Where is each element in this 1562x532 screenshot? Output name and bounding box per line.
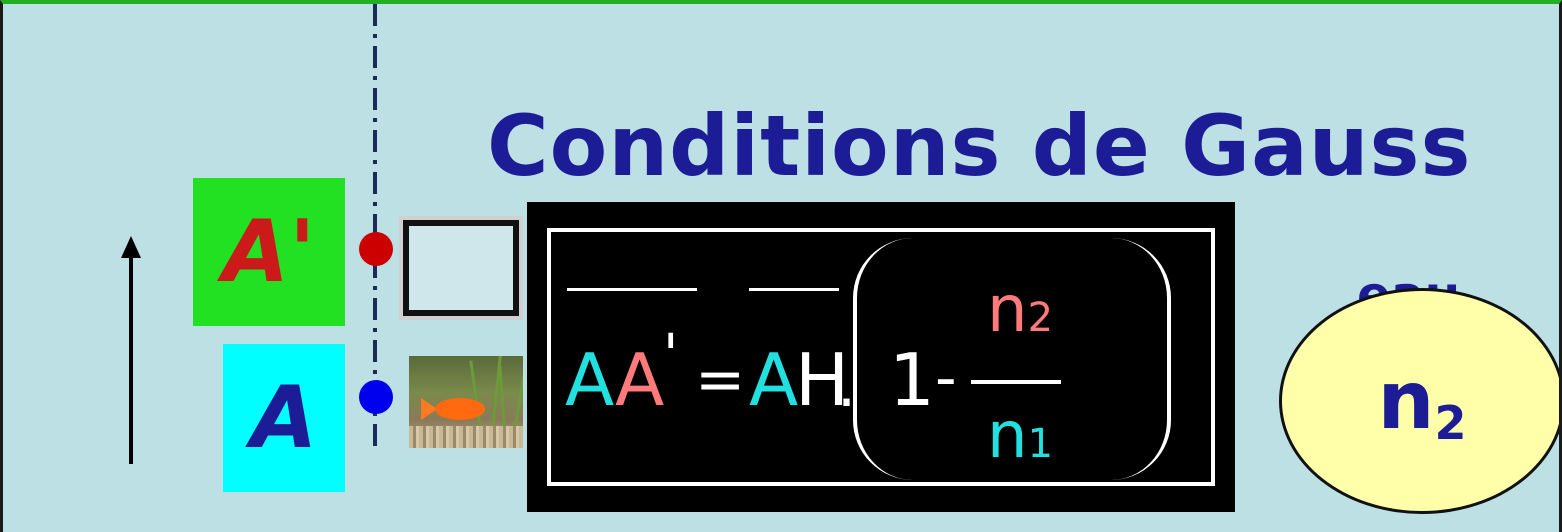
numerator-subscript: 2 xyxy=(1028,295,1053,341)
denominator-subscript: 1 xyxy=(1028,421,1053,467)
object-point-dot xyxy=(359,380,393,414)
formula-prime: ' xyxy=(663,328,678,384)
medium-index-subscript: 2 xyxy=(1434,396,1466,450)
page-title: Conditions de Gauss xyxy=(487,104,1472,188)
formula-equals: = xyxy=(695,350,745,410)
weed-strand xyxy=(469,360,482,430)
formula-frame: A A ' = A H . 1 - n2 n1 xyxy=(547,228,1215,486)
image-point-label: A' xyxy=(193,178,345,326)
goldfish xyxy=(435,398,485,420)
fraction-bar xyxy=(971,380,1061,384)
formula-A-image: A xyxy=(615,344,664,416)
formula-numerator: n2 xyxy=(987,278,1053,342)
weed-strand xyxy=(499,366,506,430)
numerator-n: n xyxy=(987,273,1028,347)
arrow-shaft xyxy=(129,252,133,464)
goldfish-photo xyxy=(409,356,523,448)
formula-panel: A A ' = A H . 1 - n2 n1 xyxy=(527,202,1235,512)
formula-denominator: n1 xyxy=(987,404,1053,468)
object-point-label: A xyxy=(223,344,345,492)
overbar-AH xyxy=(749,288,839,291)
formula-minus: - xyxy=(935,348,957,408)
right-parenthesis xyxy=(1111,238,1171,480)
gravel xyxy=(409,426,523,448)
formula-A: A xyxy=(565,344,614,416)
apparent-image-frame-inner xyxy=(403,220,519,316)
medium-index: n xyxy=(1378,361,1435,441)
weed-strand xyxy=(513,357,523,430)
formula-A-rhs: A xyxy=(749,344,798,416)
image-point-dot xyxy=(359,232,393,266)
formula-one: 1 xyxy=(889,344,935,416)
apparent-image-frame xyxy=(399,216,523,320)
overbar-AA xyxy=(567,288,697,291)
denominator-n: n xyxy=(987,399,1028,473)
